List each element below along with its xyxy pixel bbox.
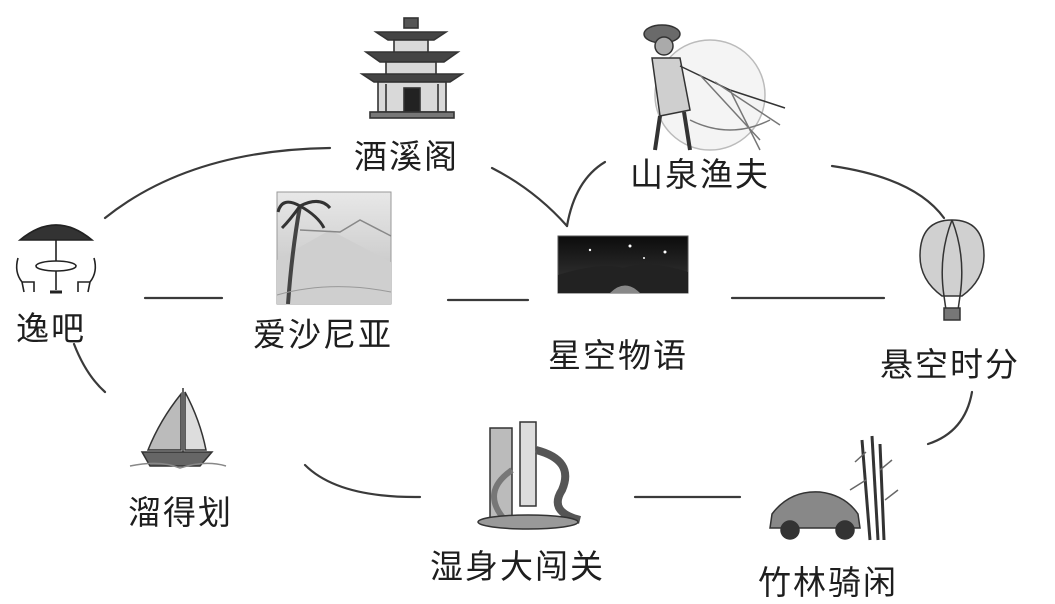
connector-balloon-to-bamboo [926,390,974,446]
node-bamboo-ride-label: 竹林骑闲 [758,563,898,602]
node-starry-story-label: 星空物语 [548,336,688,375]
node-hanging-time-label: 悬空时分 [880,345,1020,384]
connector-lines [72,146,974,499]
connector-yi-bar-to-jiuxi [103,146,332,220]
connector-fisherman-to-balloon [830,164,946,220]
node-yi-bar-label: 逸吧 [16,309,86,348]
water-slide-icon [477,421,582,530]
node-asania-label: 爱沙尼亚 [253,315,393,354]
node-liudehua-label: 溜得划 [128,493,233,532]
hot-air-balloon-icon [919,219,985,321]
patio-umbrella-table-icon [15,224,97,294]
pagoda-icon [359,17,465,119]
node-mountain-fisherman-label: 山泉渔夫 [630,155,770,194]
fisherman-net-icon [643,24,786,151]
sailboat-icon [129,388,227,469]
kart-bamboo-icon [769,435,899,541]
node-wet-adventure-label: 湿身大闯关 [430,547,605,586]
connector-fisherman-to-starry [565,160,607,228]
starry-night-photo [557,235,689,294]
palm-beach-photo [276,191,392,305]
connector-jiuxi-to-starry [490,166,569,228]
connector-yi-bar-to-liudehua [72,342,107,394]
connector-liudehua-to-wetadventure [303,463,422,499]
node-jiuxi-pavilion-label: 酒溪阁 [354,137,459,176]
